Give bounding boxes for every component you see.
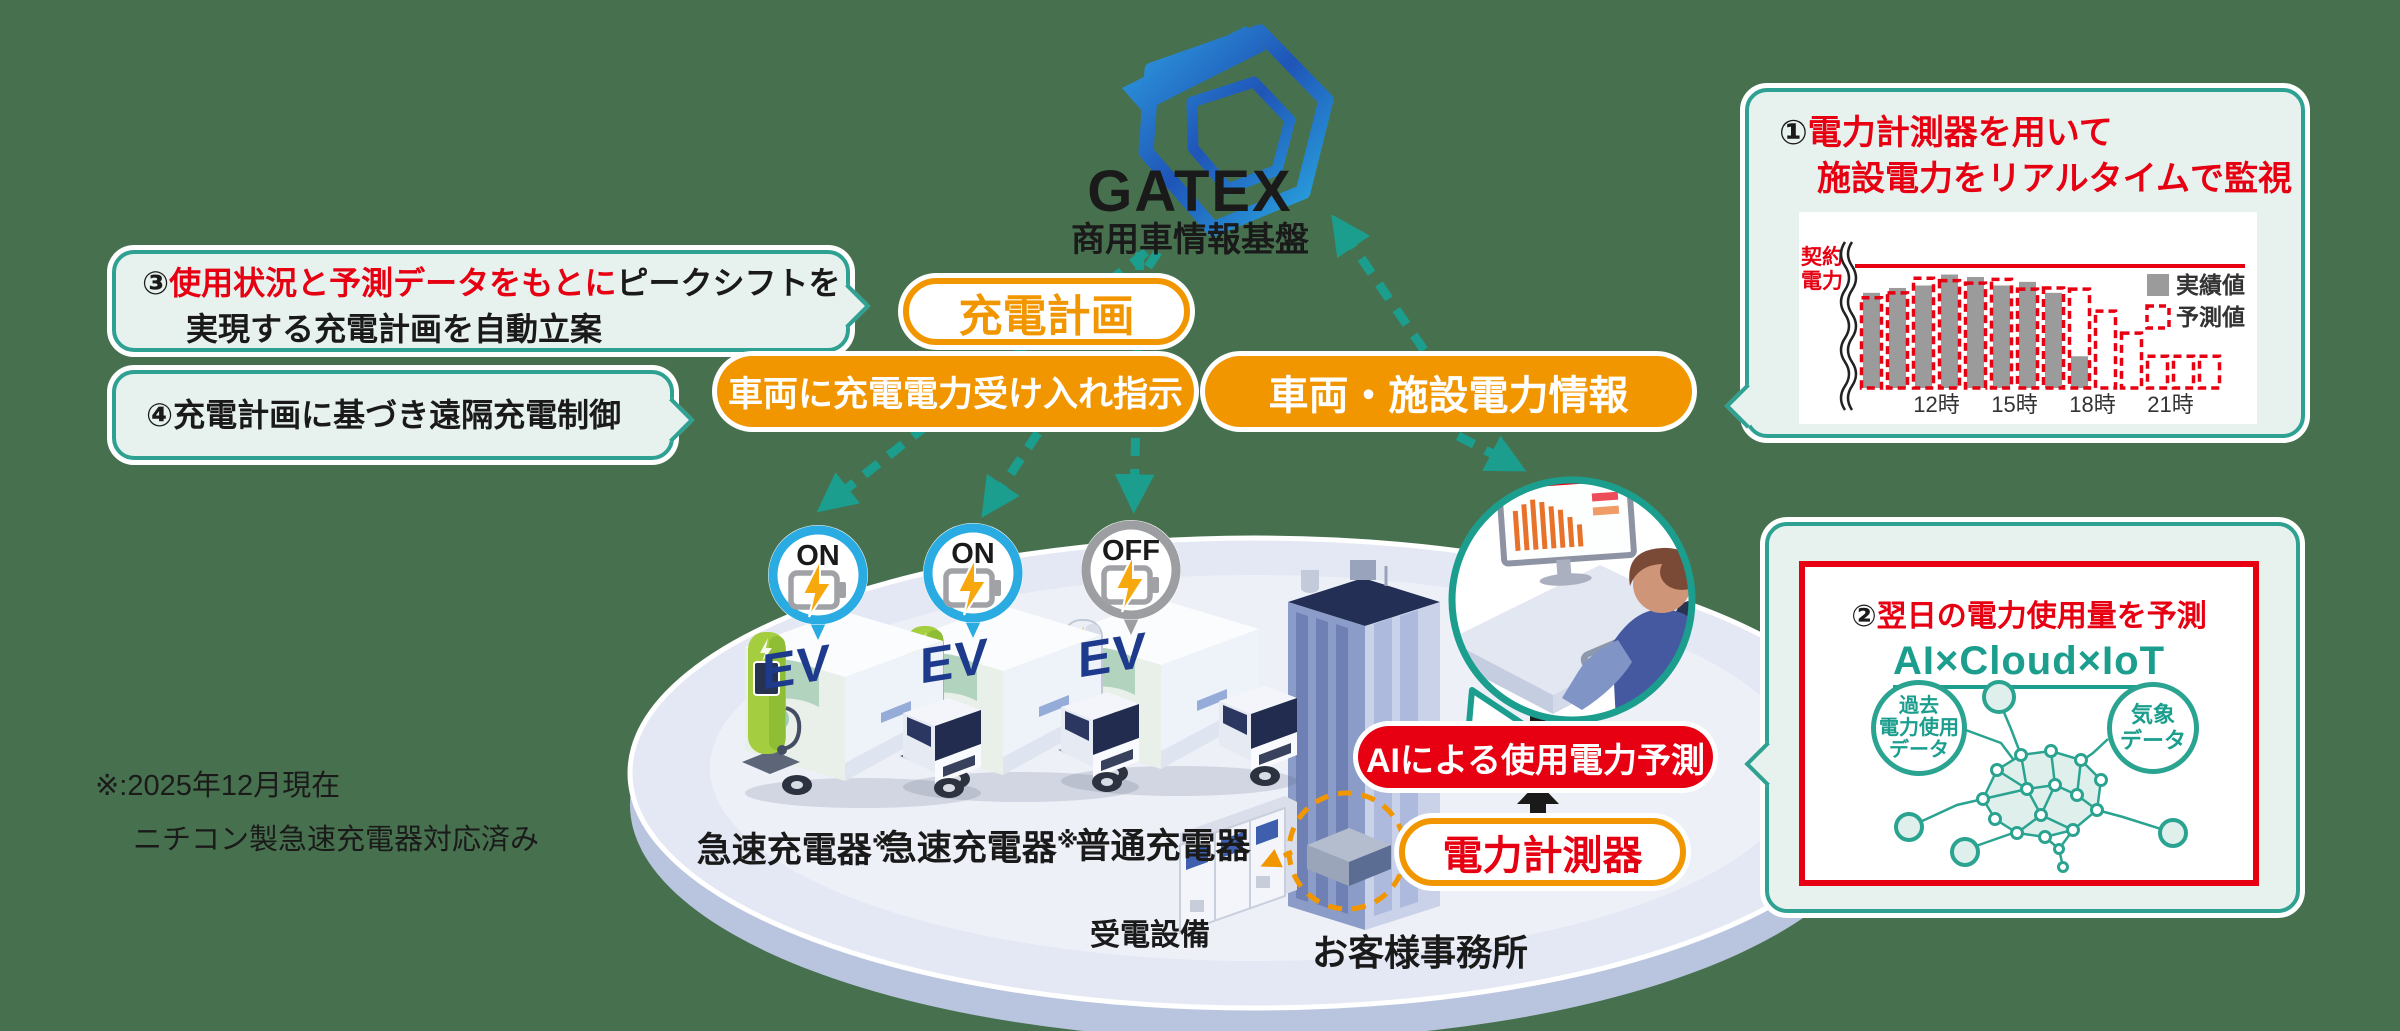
arrow-meter-to-receiving bbox=[1260, 849, 1294, 868]
pill-power-info: 車両・施設電力情報 bbox=[1205, 356, 1692, 427]
arrow-powerinfo-to-operator bbox=[1455, 432, 1527, 472]
gatex-title: GATEX bbox=[1087, 159, 1293, 224]
ai-forecast-panel: ②翌日の電力使用量を予測 AI×Cloud×IoT bbox=[1799, 561, 2259, 886]
ev-label-3: EV bbox=[1078, 621, 1147, 689]
footnote-line2: ニチコン製急速充電器対応済み bbox=[133, 824, 540, 856]
customer-office-label: お客様事務所 bbox=[1311, 932, 1528, 973]
arrow-meter-to-ai bbox=[1517, 782, 1559, 822]
pill-charge-instruction-label: 車両に充電電力受け入れ指示 bbox=[727, 375, 1183, 414]
receiving-equipment-label: 受電設備 bbox=[1090, 919, 1210, 952]
axis-break-squiggle-1 bbox=[1839, 241, 1851, 411]
node-left-line2: 電力使用 bbox=[1879, 717, 1959, 739]
callout-step3-line1: ③使用状況と予測データをもとにピークシフトを bbox=[142, 260, 840, 306]
svg-text:15時: 15時 bbox=[1991, 392, 2037, 417]
step1-title-line1: 電力計測器を用いて bbox=[1807, 114, 2113, 152]
step2-title: 翌日の電力使用量を予測 bbox=[1876, 600, 2207, 633]
charger-label-2: 急速充電器※ bbox=[840, 820, 1120, 871]
chart-ylabel-1: 契約 bbox=[1800, 245, 1843, 269]
box-step1: ①電力計測器を用いて 施設電力をリアルタイムで監視 契約 電力 12時 15時 18… bbox=[1724, 88, 2305, 438]
charger-label-2-main: 急速充電器 bbox=[881, 829, 1057, 868]
badge-2-status: ON bbox=[951, 538, 995, 570]
step1-title-line2: 施設電力をリアルタイムで監視 bbox=[1817, 160, 2292, 198]
step3-rest: ピークシフトを bbox=[616, 265, 841, 301]
callout-step3-line2: 実現する充電計画を自動立案 bbox=[186, 311, 603, 347]
pill-power-meter-label: 電力計測器 bbox=[1442, 834, 1643, 878]
axis-break-squiggle-2 bbox=[1846, 241, 1858, 411]
gatex-logo bbox=[1122, 24, 1334, 237]
charger-label-3: 普通充電器 bbox=[1023, 818, 1303, 869]
svg-text:18時: 18時 bbox=[2069, 392, 2115, 417]
arrow-powerinfo-to-gatex bbox=[1331, 214, 1428, 353]
legend-actual-swatch bbox=[2147, 274, 2169, 296]
pill-ai-forecast: AIによる使用電力予測 bbox=[1358, 726, 1713, 788]
node-left-line3: データ bbox=[1889, 739, 1949, 761]
legend-forecast-swatch bbox=[2145, 304, 2171, 330]
step1-number: ① bbox=[1779, 114, 1808, 152]
step3-highlight: 使用状況と予測データをもとに bbox=[169, 265, 617, 301]
legend-actual-label: 実績値 bbox=[2176, 272, 2245, 298]
chart-ylabel-2: 電力 bbox=[1801, 270, 1843, 293]
pill-power-meter: 電力計測器 bbox=[1399, 818, 1686, 886]
badge-on-1 bbox=[768, 525, 868, 640]
status-badges bbox=[768, 520, 1181, 640]
power-meter-device bbox=[1260, 790, 1408, 912]
box-step2: ②翌日の電力使用量を予測 AI×Cloud×IoT bbox=[1744, 522, 2300, 913]
gatex-subtitle: 商用車情報基盤 bbox=[1071, 221, 1309, 259]
ev-label-2: EV bbox=[920, 627, 989, 695]
pill-charge-plan-label: 充電計画 bbox=[958, 291, 1135, 341]
chart-svg: 契約 電力 12時 15時 18時 21時 実績値 予測値 bbox=[1800, 241, 2245, 417]
node-right-line2: データ bbox=[2119, 728, 2186, 753]
step3-number: ③ bbox=[142, 265, 170, 301]
callout-step3: ③使用状況と予測データをもとにピークシフトを 実現する充電計画を自動立案 bbox=[112, 250, 871, 352]
receiving-equipment bbox=[1179, 796, 1297, 935]
svg-text:21時: 21時 bbox=[2147, 392, 2193, 417]
charger-label-1-note: ※ bbox=[871, 829, 894, 855]
node-right-line1: 気象 bbox=[2130, 702, 2175, 727]
pill-charge-plan: 充電計画 bbox=[903, 278, 1190, 345]
badge-1-status: ON bbox=[796, 540, 840, 572]
svg-text:12時: 12時 bbox=[1913, 392, 1959, 417]
badge-3-status: OFF bbox=[1102, 535, 1160, 567]
node-past-power-data: 過去 電力使用 データ bbox=[1871, 680, 1967, 776]
step2-tech: AI×Cloud×IoT bbox=[1893, 639, 2165, 689]
ai-network-graphic bbox=[1894, 680, 2188, 873]
node-weather-data: 気象 データ bbox=[2107, 682, 2199, 774]
charger-label-1-main: 急速充電器 bbox=[696, 831, 872, 870]
step2-number: ② bbox=[1851, 600, 1877, 633]
charger-label-1: 急速充電器※ bbox=[655, 822, 935, 873]
badge-off-3 bbox=[1081, 520, 1181, 635]
callout-step4-text: ④充電計画に基づき遠隔充電制御 bbox=[146, 397, 622, 433]
node-left-line1: 過去 bbox=[1899, 695, 1939, 717]
pill-ai-forecast-label: AIによる使用電力予測 bbox=[1366, 741, 1705, 780]
callout-step4: ④充電計画に基づき遠隔充電制御 bbox=[112, 370, 695, 460]
chart-bars: 12時 15時 18時 21時 bbox=[1855, 264, 2245, 417]
charger-label-2-note: ※ bbox=[1056, 827, 1079, 853]
legend-forecast-label: 予測値 bbox=[2176, 304, 2245, 330]
pill-power-info-label: 車両・施設電力情報 bbox=[1268, 373, 1629, 418]
badge-on-2 bbox=[923, 523, 1023, 638]
ev-label-1: EV bbox=[762, 633, 831, 701]
arrow-gatex-to-charger-2 bbox=[981, 249, 1162, 518]
facility-power-chart: 契約 電力 12時 15時 18時 21時 実績値 予測値 bbox=[1799, 212, 2257, 424]
pill-charge-instruction: 車両に充電電力受け入れ指示 bbox=[717, 356, 1194, 427]
footnote-line1: ※:2025年12月現在 bbox=[95, 770, 341, 802]
charger-label-3-main: 普通充電器 bbox=[1075, 827, 1251, 866]
